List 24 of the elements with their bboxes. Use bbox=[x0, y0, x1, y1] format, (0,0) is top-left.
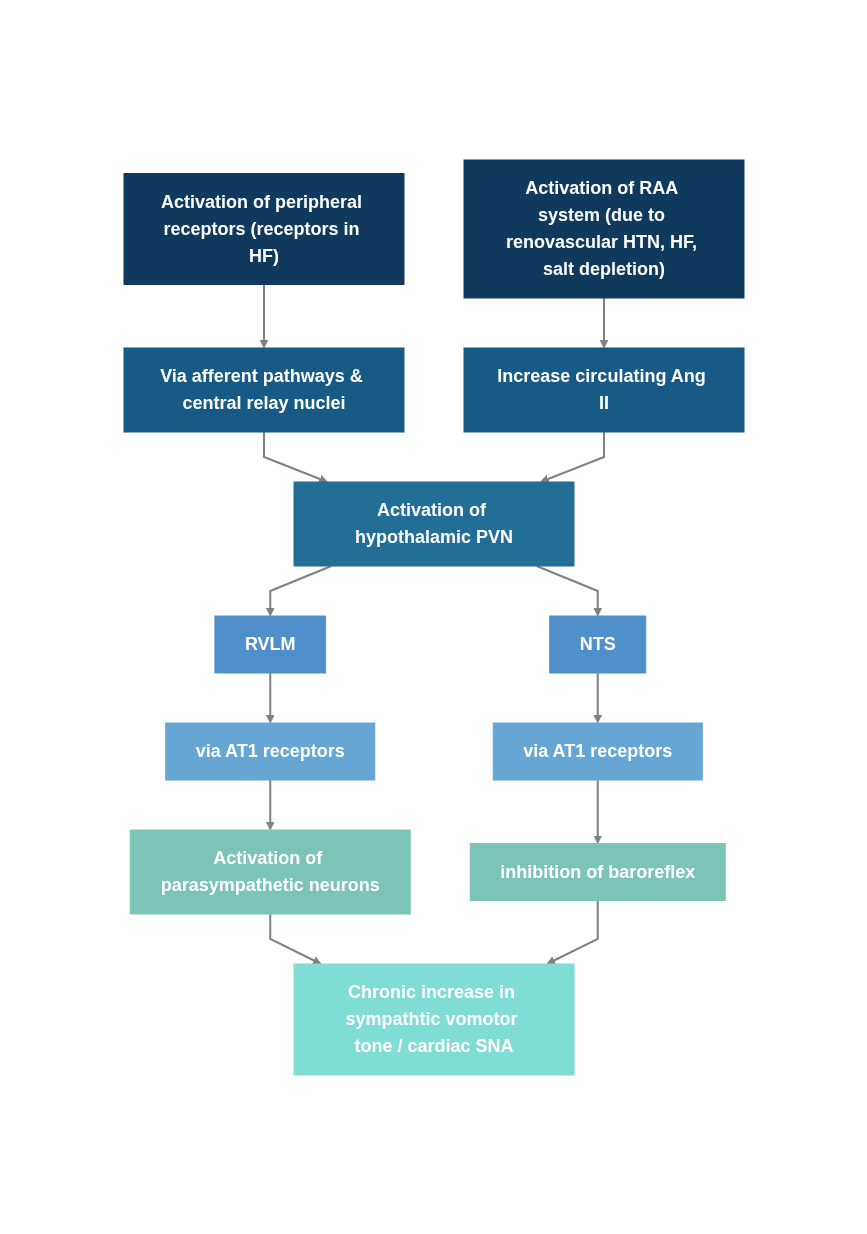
arrow bbox=[546, 899, 599, 964]
arrow bbox=[592, 671, 602, 723]
arrow bbox=[265, 564, 332, 616]
arrow bbox=[259, 283, 268, 348]
arrow bbox=[265, 778, 275, 830]
arrow bbox=[535, 564, 602, 616]
arrow bbox=[592, 778, 602, 844]
arrow bbox=[268, 912, 321, 964]
node-box: inhibition of baroreflex bbox=[469, 842, 726, 901]
node-box: RVLM bbox=[213, 615, 326, 673]
node-box: Increase circulating Ang II bbox=[463, 347, 744, 432]
arrow bbox=[599, 296, 608, 348]
node-box: NTS bbox=[548, 615, 646, 673]
node-box: via AT1 receptors bbox=[492, 722, 703, 780]
arrow bbox=[539, 430, 605, 483]
node-box: Activation of parasympathetic neurons bbox=[129, 829, 411, 914]
arrow bbox=[262, 430, 328, 483]
arrow bbox=[265, 671, 275, 723]
node-box: Chronic increase in sympathtic vomotor tone / cardiac SNA bbox=[293, 963, 574, 1075]
node-box: Activation of peripheral receptors (receptors in HF) bbox=[123, 172, 404, 285]
node-box: via AT1 receptors bbox=[164, 722, 375, 780]
node-box: Via afferent pathways & central relay nuclei bbox=[123, 347, 404, 432]
node-box: Activation of hypothalamic PVN bbox=[293, 481, 574, 566]
node-box: Activation of RAA system (due to renovascular HTN, HF, salt depletion) bbox=[463, 159, 744, 298]
